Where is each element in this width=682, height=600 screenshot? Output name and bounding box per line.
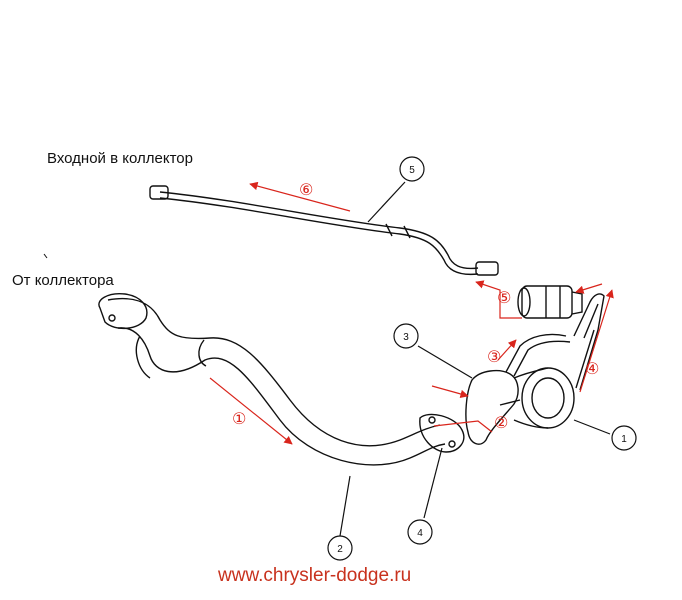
upper-tube xyxy=(149,185,499,276)
website-watermark: www.chrysler-dodge.ru xyxy=(218,565,412,586)
flow-step-6: ⑥ xyxy=(299,182,313,199)
callout-5: 5 xyxy=(409,165,415,176)
egr-valve xyxy=(465,285,605,445)
main-pipe xyxy=(98,293,465,466)
callout-2: 2 xyxy=(337,544,343,555)
flow-lines xyxy=(209,181,614,445)
flow-step-2: ② xyxy=(494,415,508,432)
flow-step-1: ① xyxy=(232,411,246,428)
flow-step-markers: ⑥ ① ② ③ ④ ⑤ xyxy=(232,182,599,432)
callout-1: 1 xyxy=(621,434,627,445)
part-callouts xyxy=(327,156,637,561)
callout-3: 3 xyxy=(403,332,409,343)
from-manifold-label: От коллектора xyxy=(12,272,114,289)
intake-label: Входной в коллектор xyxy=(47,150,193,167)
flow-step-5: ⑤ xyxy=(497,290,511,307)
stray-mark xyxy=(43,253,48,259)
callout-numbers: 5 3 1 2 4 xyxy=(337,165,627,555)
flow-step-3: ③ xyxy=(487,349,501,366)
flow-step-4: ④ xyxy=(585,361,599,378)
callout-4: 4 xyxy=(417,528,423,539)
